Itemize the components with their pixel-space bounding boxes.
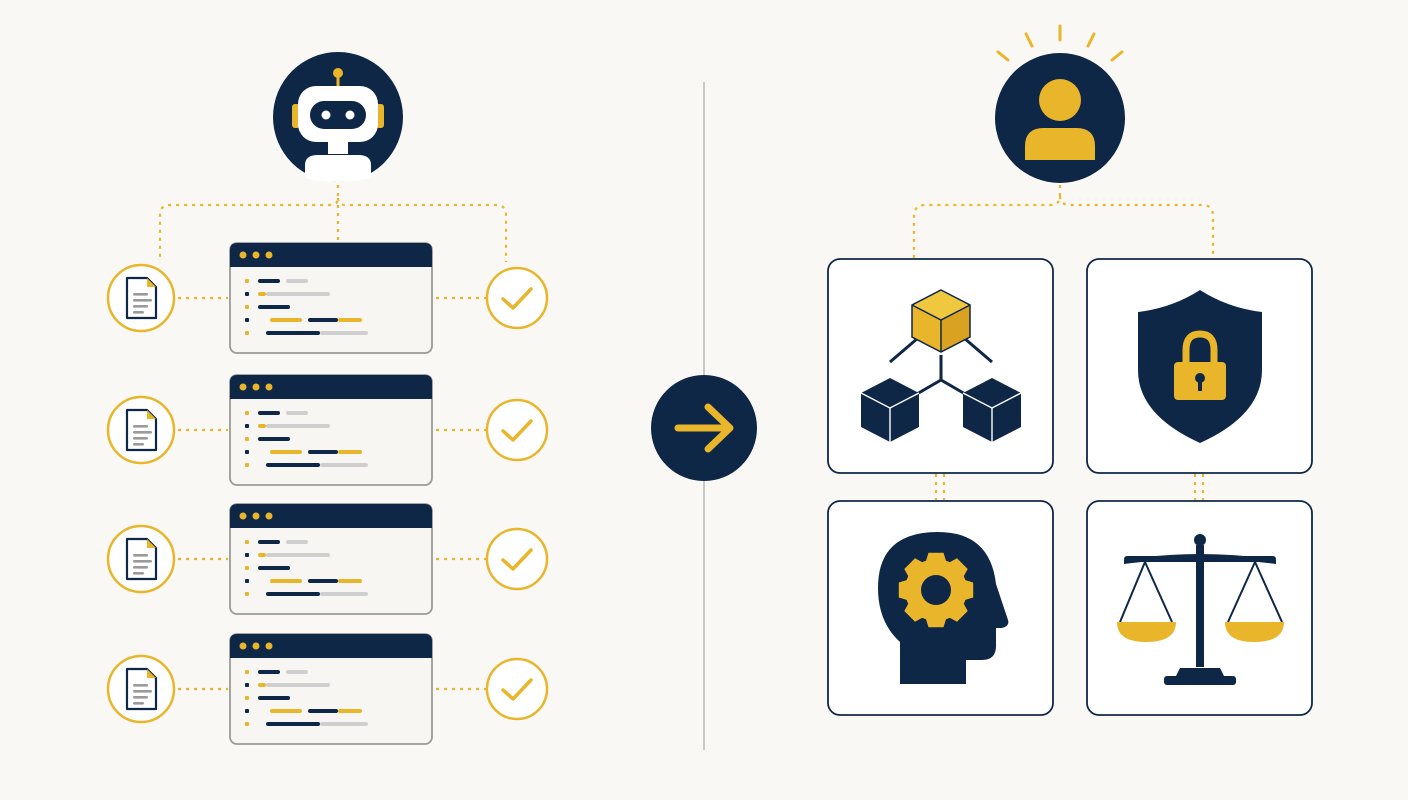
checkmark-icon (485, 527, 549, 591)
workflow-row (106, 374, 549, 486)
card-ethics (1086, 500, 1313, 716)
checkmark-icon (485, 398, 549, 462)
card-security (1086, 258, 1313, 474)
arrow-right-icon (651, 375, 757, 481)
balance-scale-icon (1117, 534, 1284, 685)
workflow-row (106, 633, 549, 745)
code-window-icon (229, 374, 433, 486)
workflow-row (106, 503, 549, 615)
document-icon (106, 263, 176, 333)
code-window-icon (229, 633, 433, 745)
robot-icon (273, 52, 403, 182)
person-connectors (912, 185, 1215, 500)
gear-icon (898, 552, 974, 628)
card-cognition (827, 500, 1054, 716)
checkmark-icon (485, 657, 549, 721)
person-icon (995, 53, 1125, 183)
checkmark-icon (485, 266, 549, 330)
idea-rays (996, 24, 1124, 62)
shield-lock-icon (1138, 290, 1262, 443)
left-panel (106, 52, 549, 745)
cubes-network-icon (860, 289, 1022, 442)
workflow-rows (106, 242, 549, 745)
robot-connectors (158, 185, 508, 262)
right-panel (827, 24, 1313, 716)
document-icon (106, 395, 176, 465)
document-icon (106, 524, 176, 594)
code-window-icon (229, 242, 433, 354)
code-window-icon (229, 503, 433, 615)
card-blockchain (827, 258, 1054, 474)
document-icon (106, 654, 176, 724)
workflow-row (106, 242, 549, 354)
head-gear-icon (878, 532, 1009, 684)
